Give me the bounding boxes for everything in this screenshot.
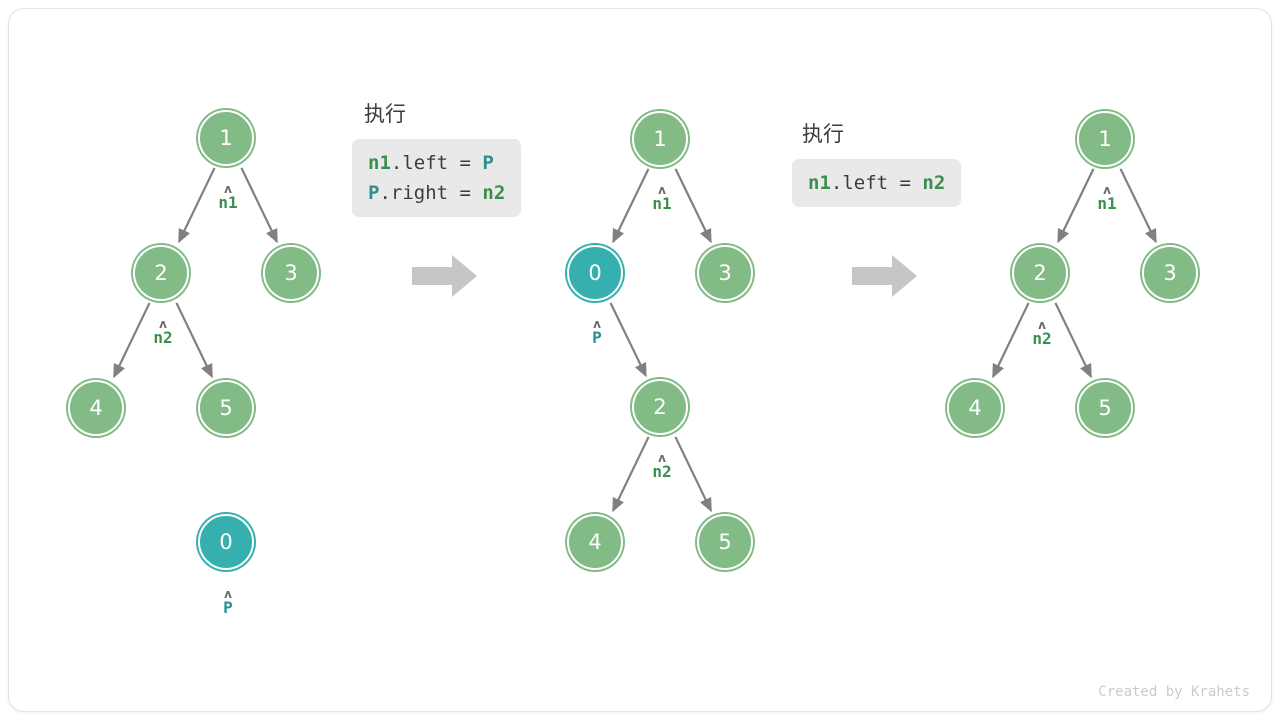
- code-token: =: [888, 172, 923, 194]
- tree-node-4[interactable]: 4: [567, 514, 623, 570]
- pointer-label-text: n1: [1097, 194, 1117, 213]
- code-token: n2: [922, 172, 946, 194]
- node-value: 5: [1098, 395, 1112, 420]
- caret-icon: ʌ: [1038, 318, 1046, 332]
- node-value: 4: [588, 529, 602, 554]
- step-2-heading: 执行: [364, 102, 406, 126]
- tree-node-0[interactable]: 0: [567, 245, 623, 301]
- code-line: n1.left = n2: [808, 168, 945, 198]
- step-3-heading: 执行: [802, 122, 844, 146]
- node-value: 4: [89, 395, 103, 420]
- caret-icon: ʌ: [593, 317, 601, 331]
- pointer-label-text: n2: [1032, 329, 1052, 348]
- code-token: =: [448, 182, 483, 204]
- tree-node-4[interactable]: 4: [68, 380, 124, 436]
- tree-node-5[interactable]: 5: [697, 514, 753, 570]
- caret-icon: ʌ: [1103, 183, 1111, 197]
- code-token: .left: [390, 152, 449, 174]
- tree-node-2[interactable]: 2: [1012, 245, 1068, 301]
- node-value: 3: [1163, 260, 1177, 285]
- node-value: 1: [219, 125, 233, 150]
- caret-icon: ʌ: [224, 587, 232, 601]
- tree-node-1[interactable]: 1: [632, 111, 688, 167]
- node-value: 5: [718, 529, 732, 554]
- pointer-label-text: P: [223, 598, 233, 617]
- tree-node-2[interactable]: 2: [632, 379, 688, 435]
- tree-node-1[interactable]: 1: [1077, 111, 1133, 167]
- caret-icon: ʌ: [658, 451, 666, 465]
- caret-icon: ʌ: [224, 182, 232, 196]
- tree-node-5[interactable]: 5: [1077, 380, 1133, 436]
- credit-text: Created by Krahets: [1098, 684, 1250, 700]
- pointer-label-text: P: [592, 328, 602, 347]
- code-token: n2: [482, 182, 506, 204]
- tree-node-3[interactable]: 3: [697, 245, 753, 301]
- tree-node-1[interactable]: 1: [198, 110, 254, 166]
- pointer-label-text: n1: [218, 193, 238, 212]
- code-token: n1: [368, 152, 391, 174]
- code-token: .right: [379, 182, 449, 204]
- caret-icon: ʌ: [658, 183, 666, 197]
- tree-node-3[interactable]: 3: [1142, 245, 1198, 301]
- node-value: 3: [284, 260, 298, 285]
- code-token: P: [368, 182, 380, 204]
- node-value: 2: [1033, 260, 1047, 285]
- tree-node-4[interactable]: 4: [947, 380, 1003, 436]
- code-token: P: [482, 152, 494, 174]
- node-value: 0: [588, 260, 602, 285]
- code-line: P.right = n2: [368, 178, 505, 208]
- tree-node-3[interactable]: 3: [263, 245, 319, 301]
- node-value: 2: [154, 260, 168, 285]
- tree-node-0[interactable]: 0: [198, 514, 254, 570]
- code-token: .left: [830, 172, 889, 194]
- step-3-code-box: n1.left = n2: [792, 159, 962, 207]
- code-token: n1: [808, 172, 831, 194]
- pointer-label-text: n1: [652, 194, 672, 213]
- node-value: 0: [219, 529, 233, 554]
- node-value: 1: [1098, 126, 1112, 151]
- block-arrow-2-icon: [852, 252, 918, 305]
- pointer-label-text: n2: [153, 328, 173, 347]
- node-value: 2: [653, 394, 667, 419]
- caret-icon: ʌ: [159, 317, 167, 331]
- node-value: 4: [968, 395, 982, 420]
- tree-node-5[interactable]: 5: [198, 380, 254, 436]
- node-value: 1: [653, 126, 667, 151]
- node-value: 3: [718, 260, 732, 285]
- code-line: n1.left = P: [368, 148, 505, 178]
- block-arrow-1-icon: [412, 252, 478, 305]
- node-value: 5: [219, 395, 233, 420]
- tree-node-2[interactable]: 2: [133, 245, 189, 301]
- pointer-label-text: n2: [652, 462, 672, 481]
- code-token: =: [448, 152, 483, 174]
